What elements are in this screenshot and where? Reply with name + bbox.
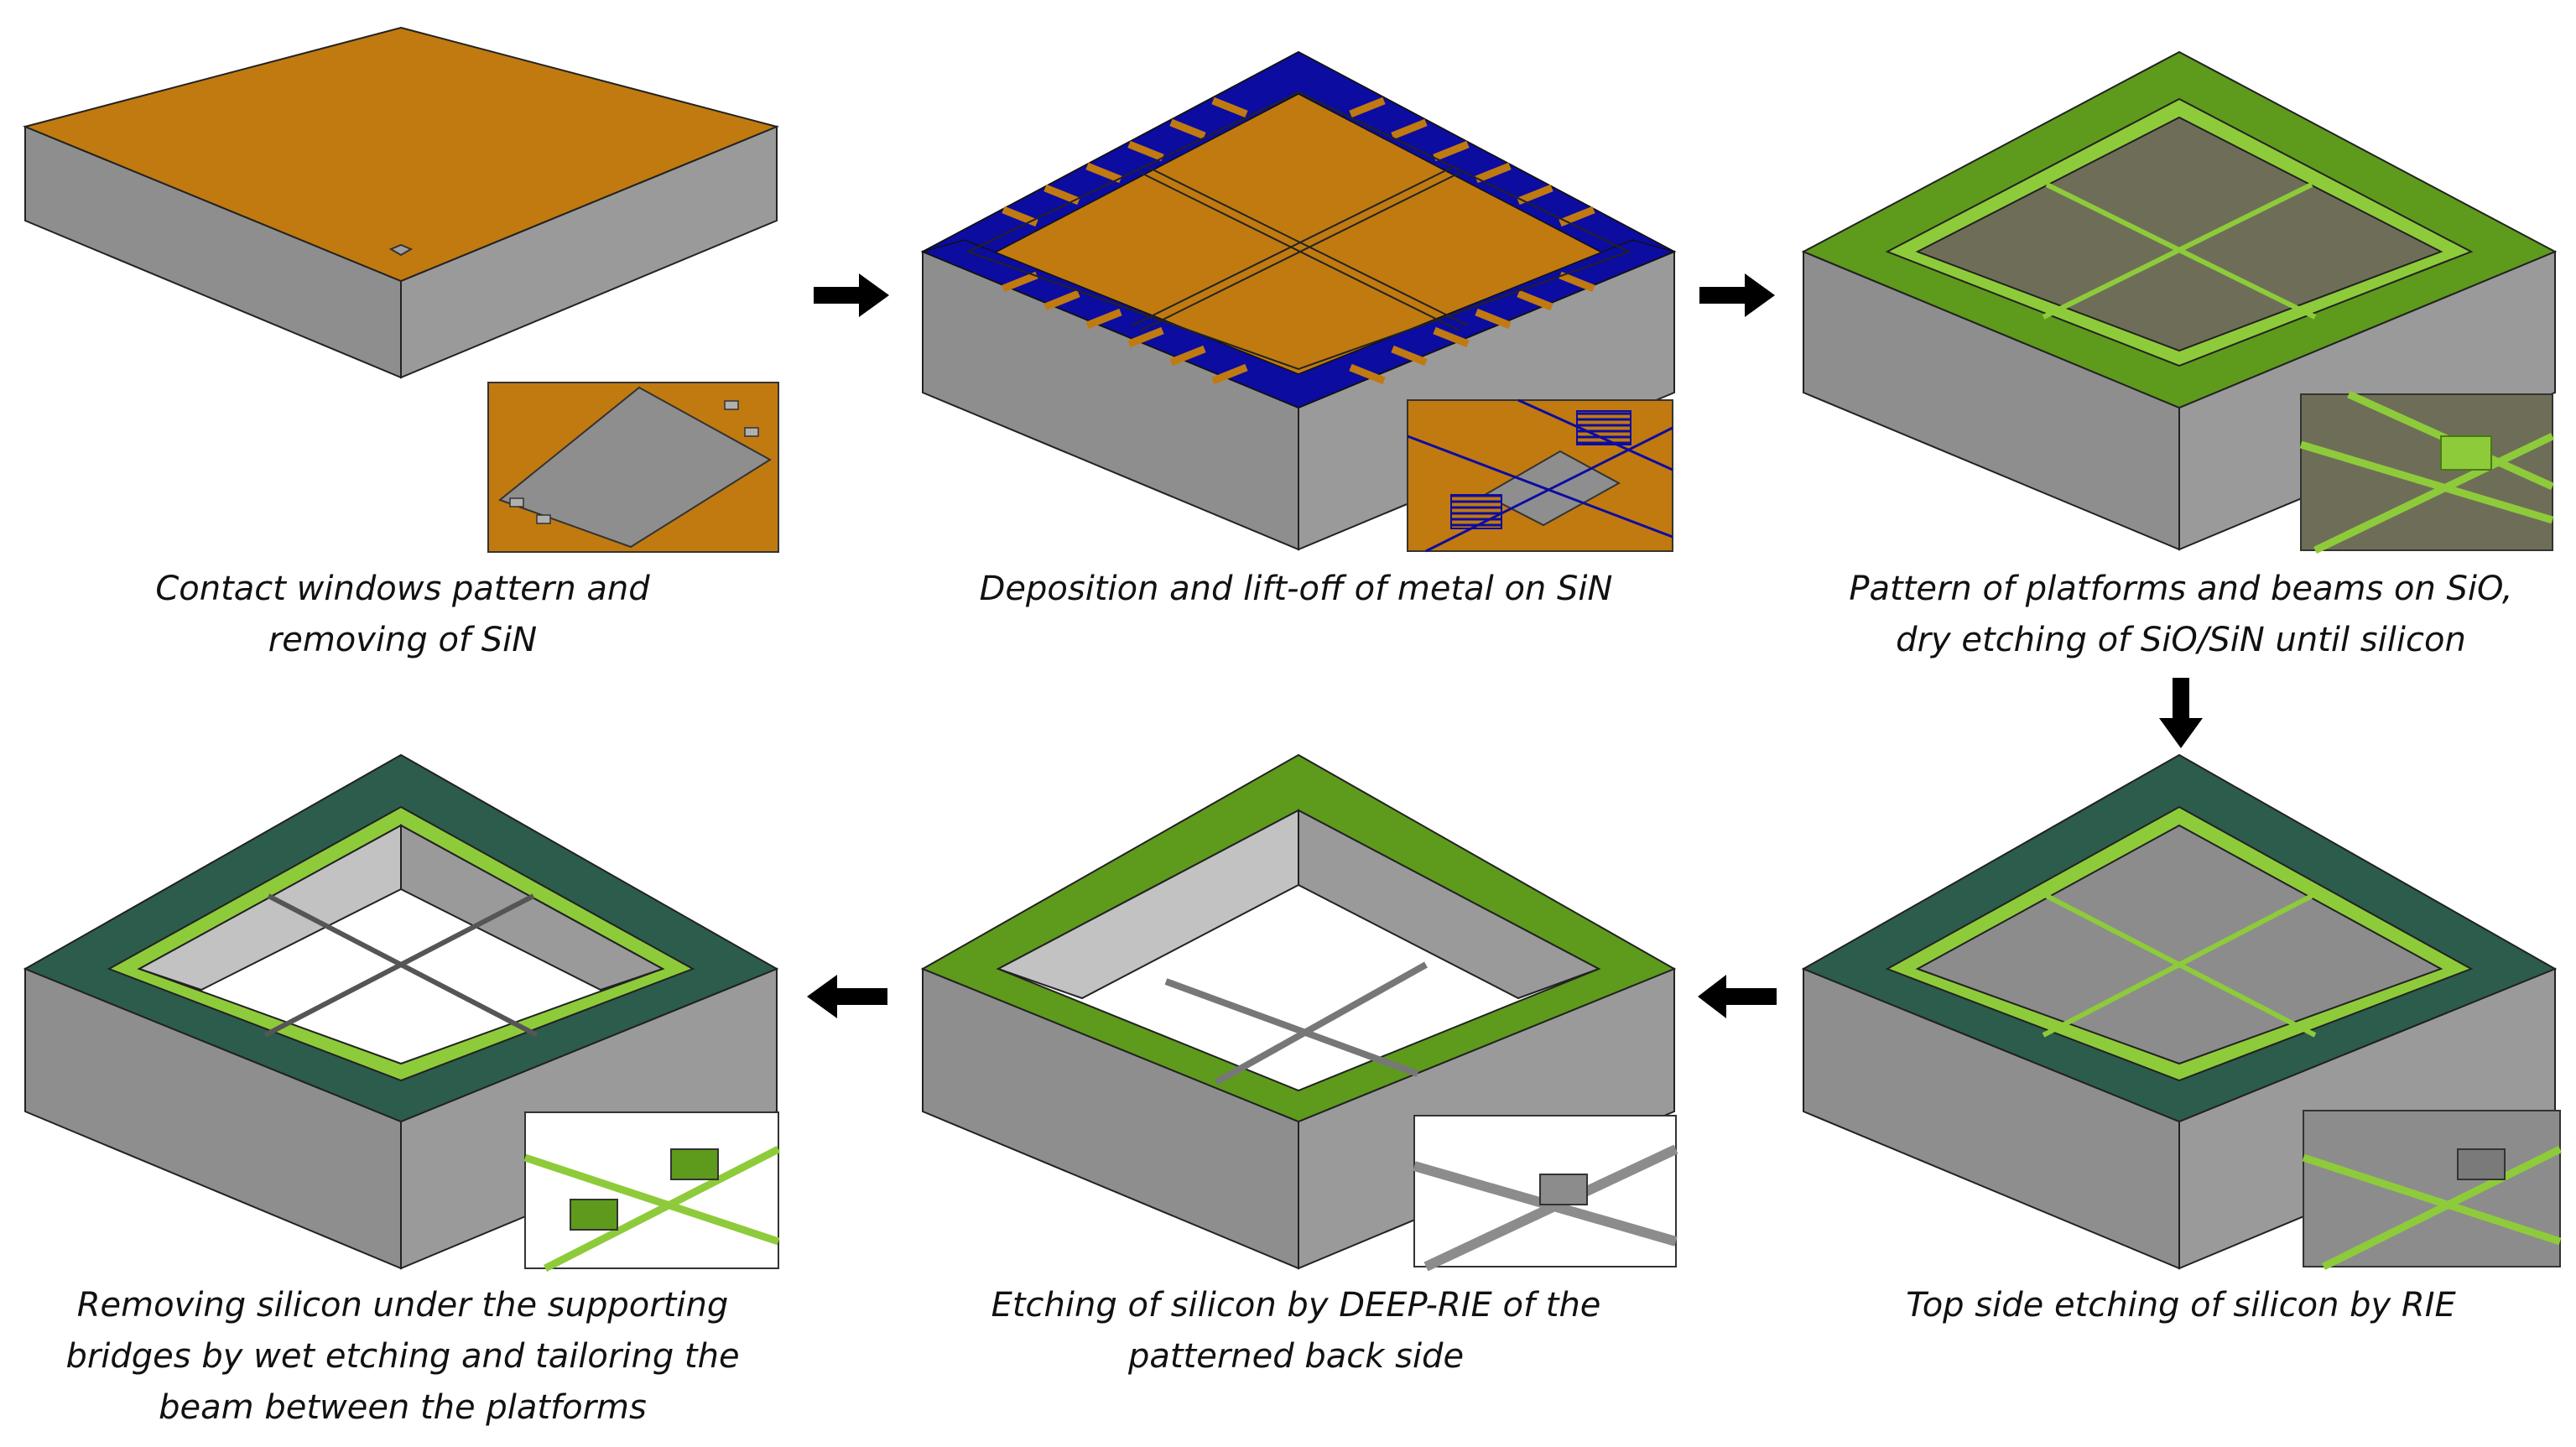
- step-5-beams: [1164, 961, 1428, 1085]
- arrow-step2-to-step3: [1699, 273, 1775, 317]
- step-3-illustration: [1801, 50, 2558, 554]
- step-6-caption: Removing silicon under the supporting br…: [65, 1286, 740, 1427]
- step-2-caption: Deposition and lift-off of metal on SiN: [979, 570, 1613, 608]
- step-5-cavity-wall-right: [1298, 809, 1601, 1000]
- step-1-illustration: [22, 26, 780, 553]
- step-3-platform-area: [1915, 116, 2443, 352]
- step-2-metal-lines: [965, 91, 1631, 371]
- step-4-illustration: [1801, 753, 2563, 1271]
- step-5-caption: Etching of silicon by DEEP-RIE of the pa…: [991, 1286, 1601, 1376]
- step-4-beams: [2042, 893, 2317, 1038]
- step-5-illustration: [920, 753, 1678, 1272]
- step-1-sin-top: [22, 26, 780, 283]
- arrow-step5-to-step6: [807, 975, 887, 1018]
- arrow-step4-to-step5: [1698, 975, 1777, 1018]
- step-4-platform-area: [1915, 824, 2443, 1065]
- step-1-caption: Contact windows pattern and removing of …: [155, 570, 650, 659]
- arrow-step3-to-step4: [2159, 678, 2203, 748]
- step-6-cavity-wall-right: [400, 824, 665, 992]
- step-1-zoom-inset: [487, 382, 779, 553]
- step-6-illustration: [23, 753, 781, 1273]
- step-5-zoom-inset: [1413, 1115, 1678, 1272]
- step-6-beams: [263, 893, 539, 1038]
- step-3-zoom-inset: [2299, 390, 2554, 554]
- step-2-pad-separators: [1002, 96, 1595, 385]
- step-4-zoom-inset: [2302, 1110, 2563, 1271]
- step-2-illustration: [920, 50, 1677, 553]
- step-2-zoom-inset: [1407, 398, 1673, 553]
- step-1-center-window: [388, 243, 414, 257]
- step-3-beams: [2042, 182, 2317, 320]
- step-2-bond-pads: [920, 51, 1677, 409]
- arrow-step1-to-step2: [814, 273, 889, 317]
- step-6-zoom-inset: [523, 1111, 781, 1273]
- step-4-caption: Top side etching of silicon by RIE: [1906, 1286, 2456, 1325]
- step-3-caption: Pattern of platforms and beams on SiO, d…: [1849, 570, 2513, 659]
